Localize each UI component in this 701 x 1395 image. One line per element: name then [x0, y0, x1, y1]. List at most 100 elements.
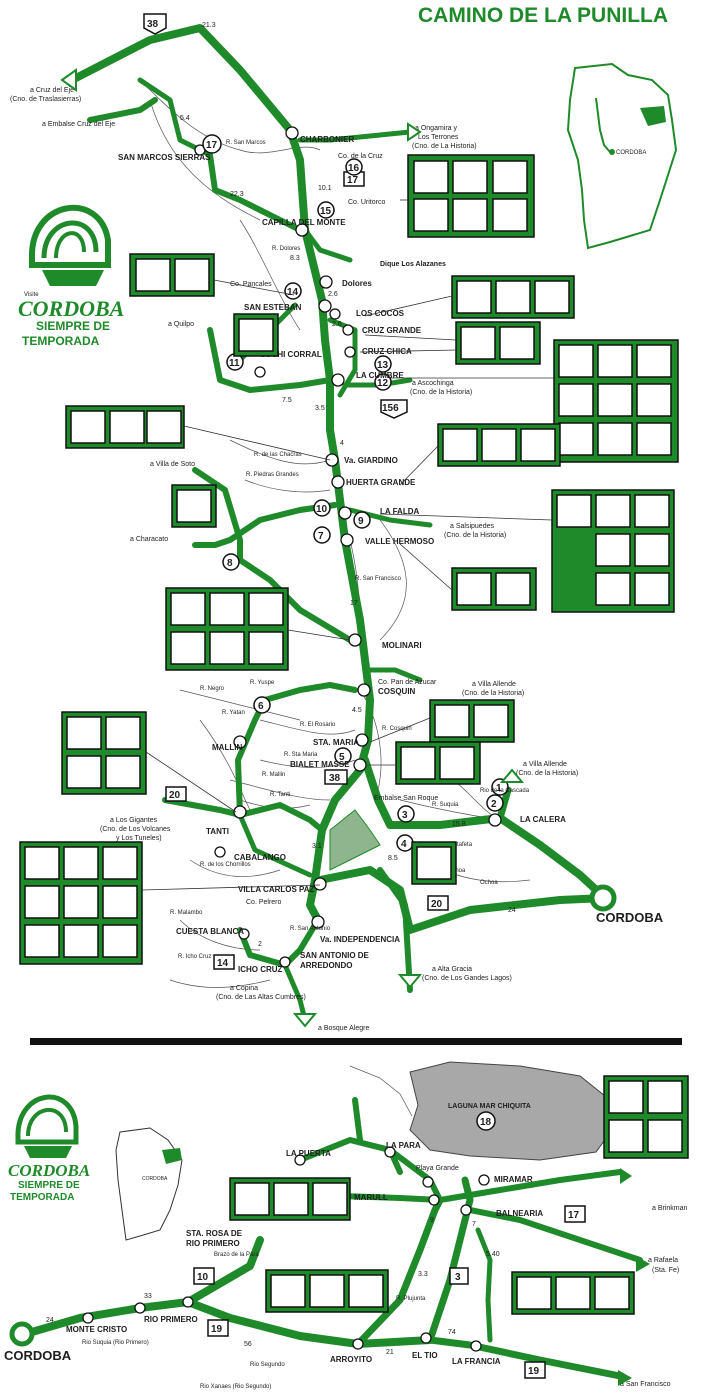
svg-text:R. de los Chorrillos: R. de los Chorrillos: [200, 862, 251, 868]
svg-text:14: 14: [287, 287, 299, 298]
spot-8: 8: [222, 553, 240, 571]
icon-panel-carlos-paz: [19, 841, 143, 965]
route-signs-top: 38 17 156 38 20 20 14: [143, 13, 449, 970]
spot-16: 16: [345, 158, 363, 176]
svg-text:a Characato: a Characato: [130, 536, 168, 543]
label-la-calera: LA CALERA: [520, 815, 566, 824]
spot-18: 18: [476, 1111, 496, 1131]
route-sign-19-west: 19: [207, 1319, 229, 1337]
svg-text:LA FRANCIA: LA FRANCIA: [452, 1357, 501, 1366]
svg-text:R. Piedras Grandes: R. Piedras Grandes: [246, 472, 299, 478]
spot-13: 13: [374, 355, 392, 373]
icon-panel-mallin: [61, 711, 147, 795]
label-la-falda: LA FALDA: [380, 507, 419, 516]
label-villa-carlos-paz: VILLA CARLOS PAZ: [238, 885, 315, 894]
svg-text:R. Malambo: R. Malambo: [170, 910, 203, 916]
icon-panel-arroyito: [265, 1269, 389, 1313]
svg-text:17: 17: [350, 600, 358, 607]
svg-text:Playa Grande: Playa Grande: [416, 1165, 459, 1172]
icon-panel-huerta-grande: [437, 423, 561, 467]
svg-text:33: 33: [144, 1293, 152, 1300]
icon-panel-cosquin: [429, 699, 515, 743]
svg-text:2.6: 2.6: [332, 321, 342, 328]
svg-text:Rio Suquia (Rio Primero): Rio Suquia (Rio Primero): [82, 1340, 149, 1346]
svg-text:a Los Gigantes: a Los Gigantes: [110, 817, 158, 824]
svg-text:(Cno. de Traslasierras): (Cno. de Traslasierras): [10, 96, 81, 103]
svg-text:19: 19: [528, 1366, 540, 1377]
spot-7: 7: [313, 526, 331, 544]
svg-text:a Quilpo: a Quilpo: [168, 321, 194, 328]
svg-text:LA PARA: LA PARA: [386, 1141, 421, 1150]
label-co-pelrero: Co. Pelrero: [246, 899, 282, 906]
svg-text:Rio de la Cascada: Rio de la Cascada: [480, 788, 530, 794]
route-sign-3: 3: [449, 1267, 469, 1285]
svg-text:R. Yatan: R. Yatan: [222, 710, 245, 716]
svg-text:15: 15: [320, 206, 332, 217]
svg-text:1: 1: [496, 783, 502, 794]
svg-text:10.1: 10.1: [318, 185, 332, 192]
spot-17: 17: [202, 134, 222, 154]
svg-text:74: 74: [448, 1329, 456, 1336]
icon-panel-cuchi-corral: [233, 313, 279, 357]
route-sign-38-north: 38: [143, 13, 167, 35]
direction-labels-top: a Cruz del Eje (Cno. de Traslasierras) a…: [10, 87, 578, 1032]
icon-panel-san-esteban: [129, 253, 215, 297]
direction-labels-bottom: a Brinkman a Rafaela (Sta. Fe) a San Fra…: [620, 1205, 688, 1388]
label-dique-alazanes: Dique Los Alazanes: [380, 261, 446, 268]
label-co-de-la-cruz: Co. de la Cruz: [338, 153, 383, 160]
label-huerta-grande: HUERTA GRANDE: [346, 478, 416, 487]
icon-panel-la-falda: [551, 489, 675, 613]
brand-line2-bottom: TEMPORADA: [10, 1192, 74, 1203]
svg-text:R. El Rosario: R. El Rosario: [300, 722, 336, 728]
svg-text:y Los Tuneles): y Los Tuneles): [116, 835, 162, 842]
svg-text:18: 18: [480, 1117, 492, 1128]
label-dolores: Dolores: [342, 279, 372, 288]
icon-panel-bialet-masse: [395, 741, 481, 785]
label-capilla: CAPILLA DEL MONTE: [262, 218, 346, 227]
svg-text:CORDOBA: CORDOBA: [4, 1348, 72, 1363]
label-cuesta-blanca: CUESTA BLANCA: [176, 927, 244, 936]
spot-5: 5: [334, 747, 352, 765]
svg-text:4.5: 4.5: [352, 707, 362, 714]
brand-line1-bottom: SIEMPRE DE: [18, 1180, 80, 1191]
label-cordoba-top: CORDOBA: [596, 910, 664, 925]
svg-text:8.5: 8.5: [388, 855, 398, 862]
embalse-san-roque: [329, 809, 381, 871]
svg-text:RIO PRIMERO: RIO PRIMERO: [186, 1239, 240, 1248]
spot-9: 9: [353, 511, 371, 529]
icon-panels-top: [19, 154, 679, 965]
label-icho-cruz: ICHO CRUZ: [238, 965, 283, 974]
label-mallin: MALLIN: [212, 743, 242, 752]
svg-text:20: 20: [431, 899, 443, 910]
brand-small: Visite: [24, 292, 39, 298]
svg-text:21.3: 21.3: [202, 22, 216, 29]
svg-text:10: 10: [316, 504, 328, 515]
svg-text:22.3: 22.3: [230, 191, 244, 198]
icon-panels-bottom: [229, 1075, 689, 1315]
svg-text:2: 2: [491, 799, 497, 810]
svg-text:3: 3: [402, 810, 408, 821]
label-san-esteban: SAN ESTEBAN: [244, 303, 302, 312]
svg-text:a Embalse Cruz del Eje: a Embalse Cruz del Eje: [42, 121, 115, 128]
route-sign-20-west: 20: [165, 786, 187, 802]
spot-10: 10: [313, 499, 331, 517]
place-labels-bottom: LA PUERTA LA PARA Playa Grande LAGUNA MA…: [4, 1103, 543, 1366]
icon-panel-molinari: [165, 587, 289, 671]
direction-arrows-bottom: [618, 1168, 650, 1386]
svg-text:5: 5: [339, 752, 345, 763]
inset-province-map-top: CORDOBA: [566, 62, 678, 250]
icon-panel-la-cumbre: [553, 339, 679, 463]
route-sign-10: 10: [193, 1267, 215, 1285]
svg-text:RIO PRIMERO: RIO PRIMERO: [144, 1315, 198, 1324]
route-sign-156: 156: [380, 399, 408, 419]
cordoba-city-dot-top: [589, 884, 617, 912]
svg-text:(Cno. de La Historia): (Cno. de La Historia): [412, 143, 477, 150]
label-sta-maria: STA. MARIA: [313, 738, 359, 747]
label-cosquin: COSQUIN: [378, 687, 416, 696]
svg-text:(Cno. de la Historia): (Cno. de la Historia): [444, 532, 506, 539]
svg-text:(Cno. de la Historia): (Cno. de la Historia): [516, 770, 578, 777]
svg-text:a Bosque Alegre: a Bosque Alegre: [318, 1025, 369, 1032]
label-pan-azucar: Co. Pan de Azucar: [378, 679, 437, 686]
svg-text:156: 156: [382, 403, 399, 414]
